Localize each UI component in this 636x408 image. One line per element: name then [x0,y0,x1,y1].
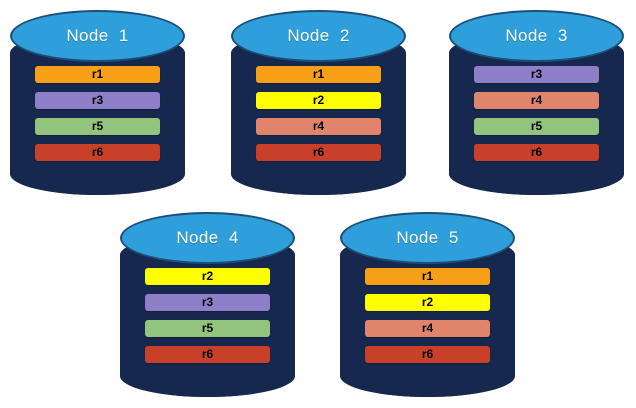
replica-bar[interactable]: r1 [256,66,381,83]
cylinder-top [231,10,406,62]
replica-bar[interactable]: r4 [256,118,381,135]
replica-bar[interactable]: r5 [474,118,599,135]
node-title: Node 5 [396,228,459,247]
node-title: Node 3 [505,26,568,45]
cylinder-top [120,212,295,264]
cylinder-top [449,10,624,62]
replica-list: r3 r4 r5 r6 [474,66,599,161]
replica-bar[interactable]: r4 [365,320,490,337]
node-1[interactable]: r1 r3 r5 r6 Node 1 [10,10,185,195]
node-title: Node 2 [287,26,350,45]
cylinder-body [449,32,624,195]
replica-list: r1 r3 r5 r6 [35,66,160,161]
replica-bar[interactable]: r1 [365,268,490,285]
replica-bar[interactable]: r3 [35,92,160,109]
replica-bar[interactable]: r6 [474,144,599,161]
replica-bar[interactable]: r5 [35,118,160,135]
replica-bar[interactable]: r2 [256,92,381,109]
replica-bar[interactable]: r4 [474,92,599,109]
node-3[interactable]: r3 r4 r5 r6 Node 3 [449,10,624,195]
node-4[interactable]: r2 r3 r5 r6 Node 4 [120,212,295,397]
replica-bar[interactable]: r6 [365,346,490,363]
node-title: Node 4 [176,228,239,247]
replica-bar[interactable]: r5 [145,320,270,337]
replica-bar[interactable]: r6 [145,346,270,363]
replica-bar[interactable]: r2 [365,294,490,311]
replica-bar[interactable]: r1 [35,66,160,83]
cylinder-top [10,10,185,62]
replica-bar[interactable]: r3 [145,294,270,311]
cylinder-top [340,212,515,264]
replica-bar[interactable]: r6 [256,144,381,161]
replica-list: r1 r2 r4 r6 [256,66,381,161]
replica-list: r2 r3 r5 r6 [145,268,270,363]
replica-bar[interactable]: r6 [35,144,160,161]
replica-list: r1 r2 r4 r6 [365,268,490,363]
node-2[interactable]: r1 r2 r4 r6 Node 2 [231,10,406,195]
replica-bar[interactable]: r3 [474,66,599,83]
replica-bar[interactable]: r2 [145,268,270,285]
node-title: Node 1 [66,26,129,45]
node-5[interactable]: r1 r2 r4 r6 Node 5 [340,212,515,397]
